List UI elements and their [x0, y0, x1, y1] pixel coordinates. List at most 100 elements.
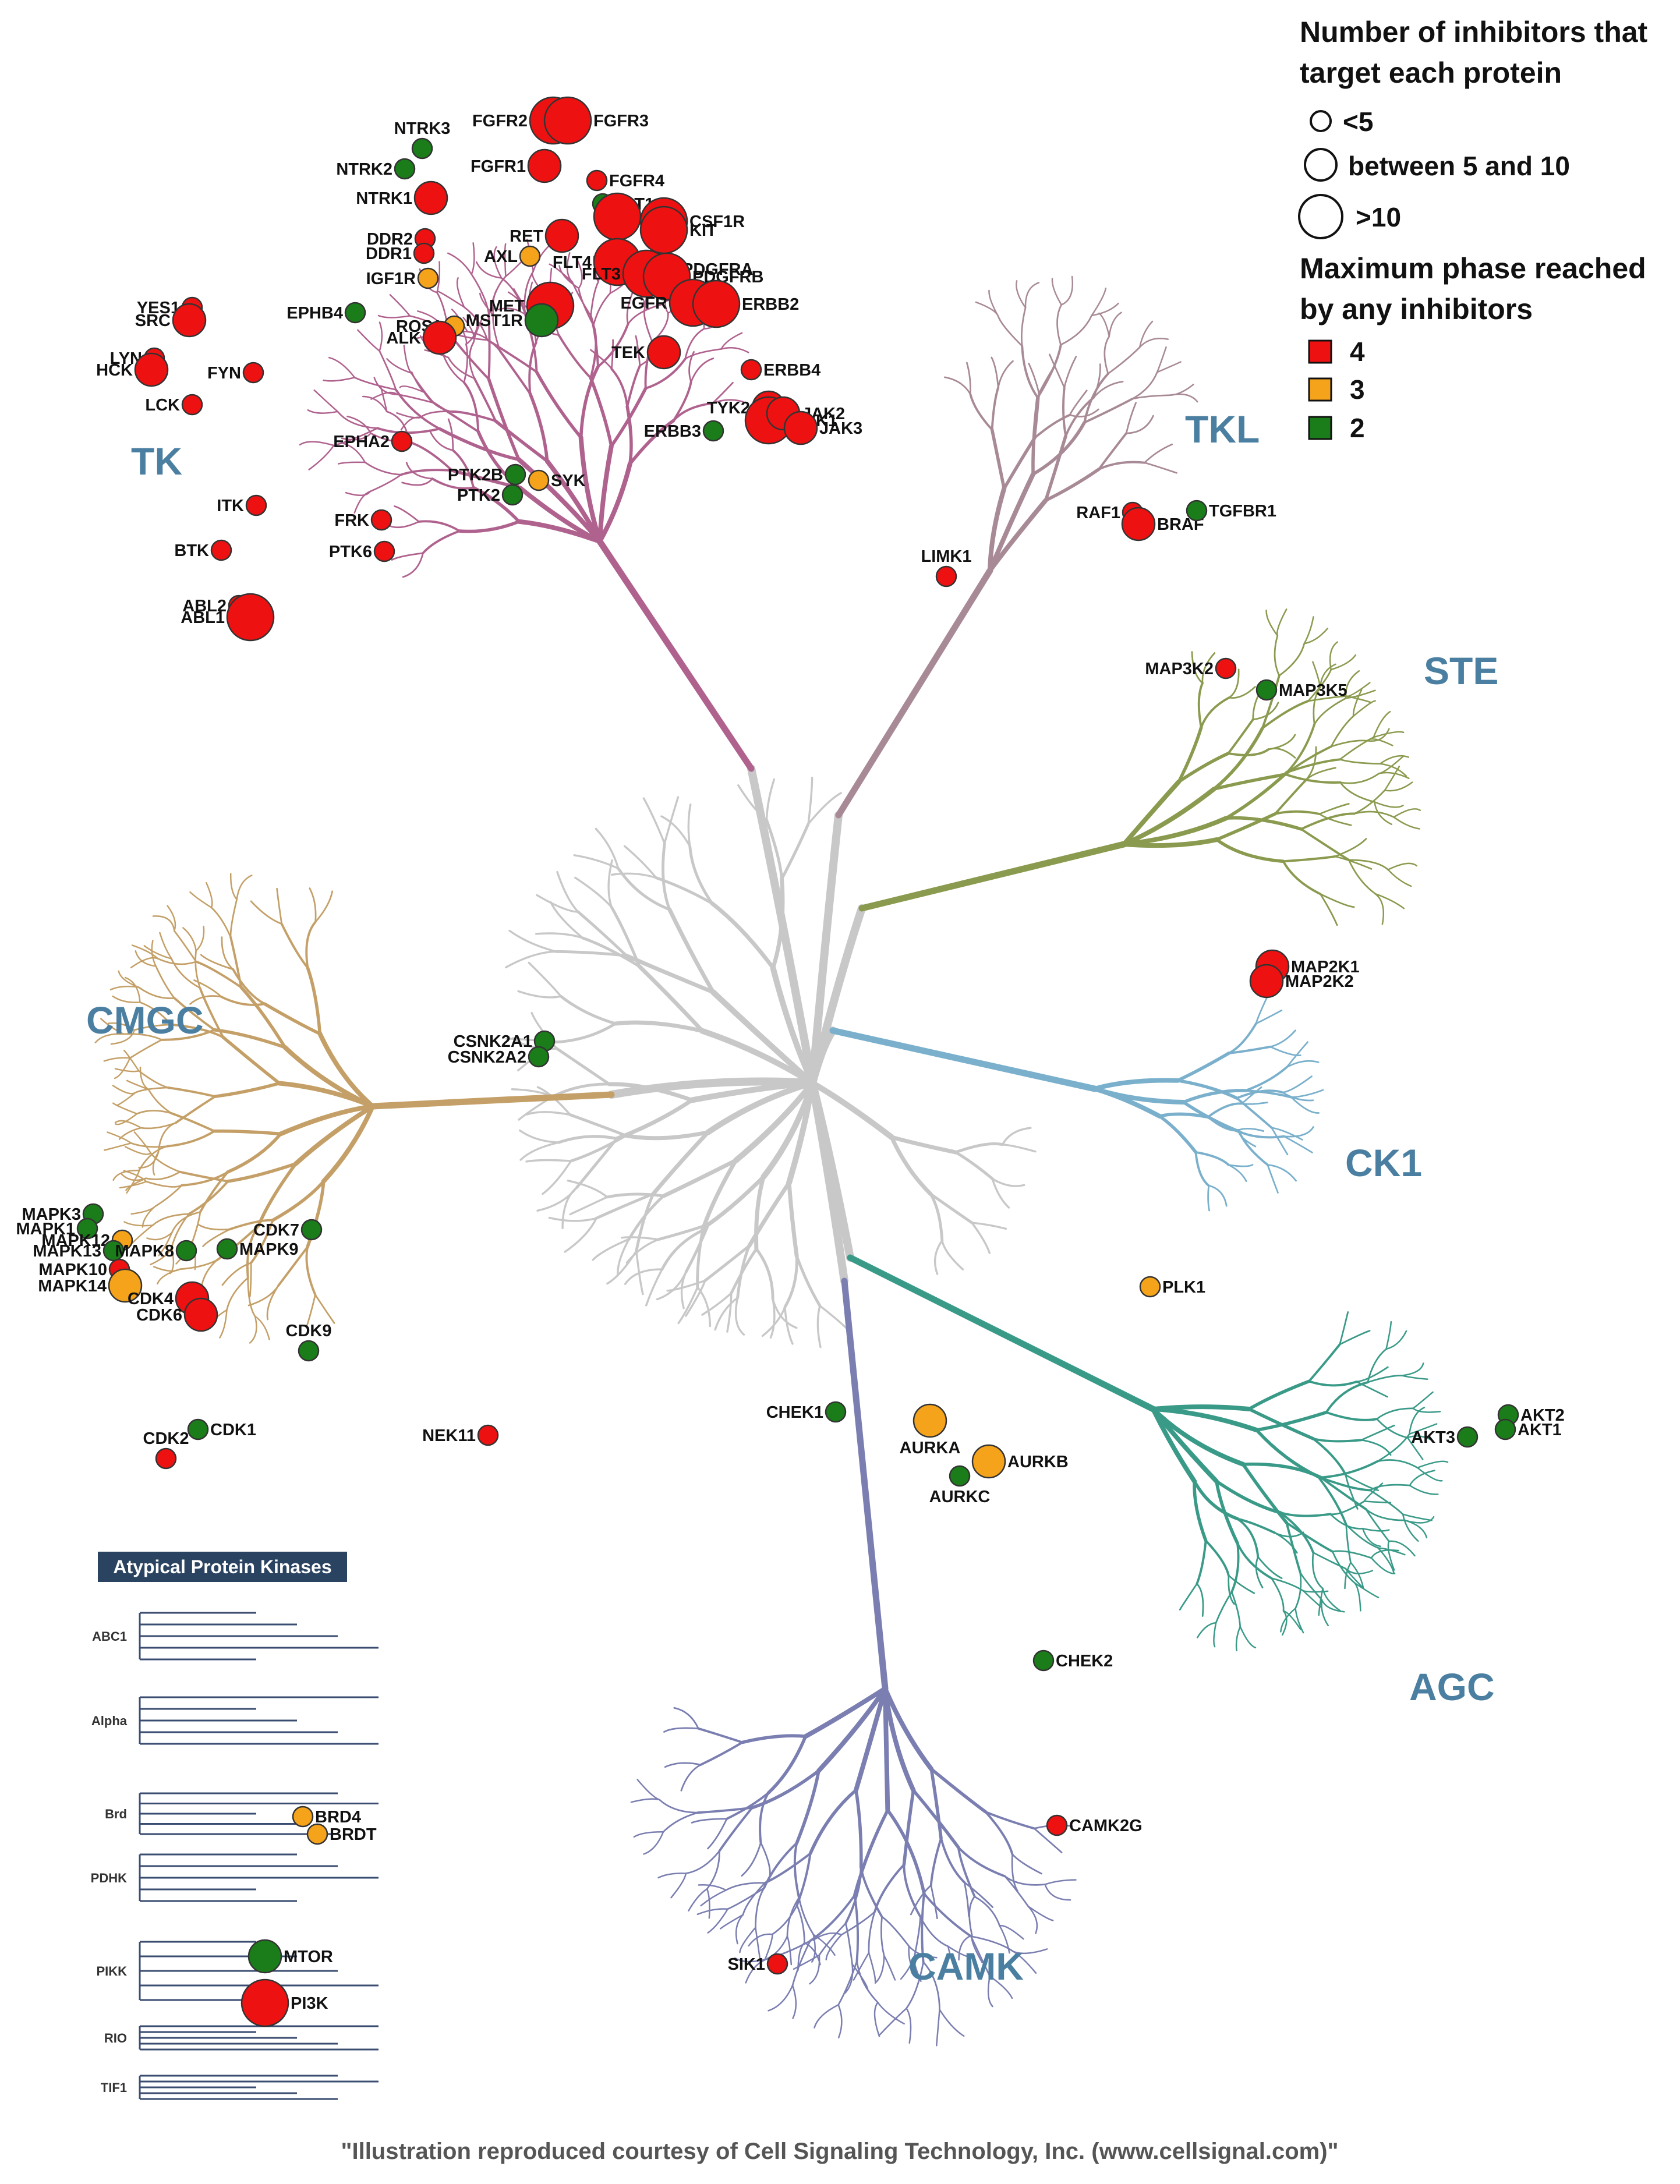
ste-branch: [1347, 859, 1389, 871]
camk-branch: [633, 1831, 664, 1838]
cmgc-branch: [122, 1033, 163, 1041]
ste-branch: [1339, 736, 1375, 760]
cmgc-branch: [145, 1180, 183, 1188]
ste-branch: [1303, 616, 1314, 645]
cmgc-branch: [194, 950, 201, 989]
agc-branch: [1332, 1551, 1356, 1584]
protein-node-alk: ALK: [386, 320, 457, 355]
protein-label: TEK: [611, 344, 645, 362]
protein-marker: [422, 320, 457, 355]
protein-marker: [306, 1823, 328, 1845]
core-branch: [551, 1082, 611, 1098]
tk-branch: [472, 318, 483, 344]
ste-branch: [1307, 695, 1347, 702]
protein-label: MTOR: [284, 1948, 333, 1966]
agc-branch: [1230, 1542, 1240, 1594]
camk-branch: [908, 1945, 938, 1959]
protein-node-aurkb: AURKB: [971, 1444, 1069, 1479]
agc-branch: [1408, 1423, 1438, 1435]
tk-branch: [628, 419, 675, 466]
camk-branch: [727, 1887, 765, 1910]
ste-branch: [1212, 773, 1288, 791]
tk-branch: [451, 449, 475, 489]
ste-branch: [1339, 772, 1380, 784]
cmgc-branch: [199, 1171, 229, 1213]
protein-node-limk1: LIMK1: [921, 547, 972, 587]
atypical-family-label: PIKK: [96, 1964, 127, 1978]
group-label-cmgc: CMGC: [86, 999, 204, 1042]
legend-size-title-line2: target each protein: [1300, 56, 1562, 89]
tk-branch: [328, 356, 356, 378]
cmgc-branch: [202, 1228, 231, 1247]
tk-branch: [558, 265, 580, 289]
ck1-branch: [829, 1027, 1098, 1092]
tk-branch: [672, 402, 714, 422]
tkl-branch: [1024, 282, 1040, 309]
protein-node-epha2: EPHA2: [333, 430, 413, 452]
tkl-branch: [1156, 361, 1182, 373]
core-branch: [991, 1177, 1010, 1209]
camk-branch: [755, 1887, 765, 1928]
protein-node-cdk2: CDK2: [143, 1429, 189, 1470]
camk-branch: [707, 1908, 728, 1934]
tkl-branch: [835, 567, 993, 819]
agc-branch: [1361, 1528, 1381, 1547]
protein-node-pi3k: PI3K: [240, 1978, 328, 2027]
cmgc-branch: [178, 1170, 229, 1183]
core-branch: [573, 854, 620, 870]
protein-label: PI3K: [291, 1994, 328, 2013]
ste-branch: [1373, 710, 1391, 738]
core-branch: [553, 1022, 617, 1044]
protein-marker: [108, 1268, 143, 1303]
cmgc-branch: [232, 968, 266, 1006]
protein-marker: [971, 1444, 1006, 1479]
protein-marker: [586, 169, 608, 192]
agc-branch: [1312, 1438, 1363, 1443]
protein-label: AKT1: [1518, 1421, 1562, 1439]
tk-branch: [337, 410, 379, 429]
cmgc-branch: [112, 1085, 137, 1095]
ste-branch: [1300, 828, 1350, 861]
tkl-branch: [1098, 312, 1110, 338]
cmgc-branch: [277, 1245, 309, 1287]
camk-branch: [844, 1866, 862, 1925]
camk-branch: [873, 2001, 880, 2037]
cmgc-branch: [249, 1262, 252, 1297]
tkl-branch: [1044, 434, 1067, 502]
agc-branch: [1376, 1418, 1409, 1439]
legend-phase-4-swatch: [1308, 339, 1332, 364]
tkl-branch: [997, 315, 1023, 347]
ste-branch: [1366, 728, 1390, 742]
protein-label: BTK: [174, 541, 209, 560]
camk-branch: [910, 1884, 932, 1916]
cmgc-branch: [114, 1057, 131, 1079]
tk-branch: [399, 385, 425, 394]
ck1-branch: [1267, 1164, 1279, 1194]
cmgc-branch: [206, 882, 213, 908]
protein-label: AKT3: [1411, 1428, 1455, 1447]
ste-branch: [1320, 893, 1338, 926]
tk-branch: [451, 410, 497, 422]
protein-label: AXL: [484, 247, 518, 266]
protein-label: HCK: [96, 361, 133, 380]
protein-marker: [413, 242, 435, 264]
protein-label: MAPK8: [115, 1242, 174, 1261]
tk-branch: [333, 427, 379, 447]
camk-branch: [1012, 1951, 1037, 1974]
tk-branch: [299, 441, 335, 447]
ck1-branch: [1228, 1045, 1272, 1054]
cmgc-branch: [131, 944, 159, 960]
protein-node-akt2: AKT2: [1497, 1404, 1565, 1426]
core-branch: [685, 1279, 706, 1317]
core-branch: [595, 827, 620, 870]
tk-branch: [471, 273, 490, 317]
camk-branch: [963, 1881, 970, 1917]
tk-branch: [500, 277, 526, 315]
tk-branch: [422, 530, 461, 554]
ck1-branch: [1271, 1127, 1303, 1141]
protein-node-akt3: AKT3: [1411, 1426, 1479, 1448]
camk-branch: [670, 1872, 687, 1899]
ste-branch: [1379, 763, 1407, 777]
protein-node-mapk13: MAPK13: [33, 1240, 125, 1262]
